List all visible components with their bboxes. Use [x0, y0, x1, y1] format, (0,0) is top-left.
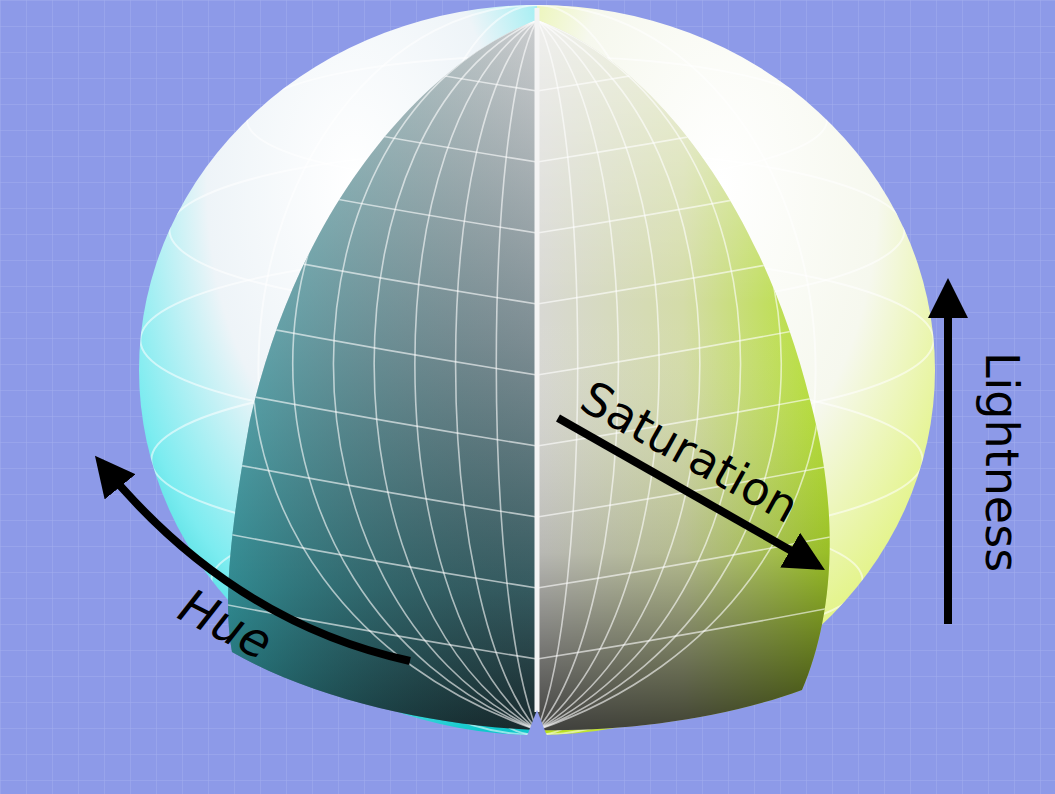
face-grid-line — [537, 20, 618, 730]
cyan-shell — [130, 0, 537, 740]
face-grid-line — [197, 102, 537, 162]
face-grid-line — [197, 457, 537, 517]
face-grid-line — [197, 31, 537, 91]
face-grid-line — [537, 31, 877, 91]
face-grid-line — [537, 528, 877, 588]
lightness-arrow — [944, 286, 952, 624]
face-grid-line — [537, 173, 877, 233]
face-grid-line — [496, 20, 537, 730]
face-grid-line — [537, 20, 700, 730]
face-grid-line — [537, 315, 877, 375]
axis-seam — [535, 8, 540, 712]
face-grid-line — [537, 20, 578, 730]
lightness-label: Lightness — [979, 352, 1025, 572]
face-grid-line — [537, 20, 741, 730]
bottom-notch — [527, 710, 547, 736]
face-grid-line — [537, 599, 877, 659]
yellow-shell — [537, 0, 947, 740]
cut-face-right — [537, 20, 830, 730]
cut-face-right-shade — [537, 20, 830, 730]
face-grid-line — [197, 244, 537, 304]
face-grid-line — [197, 386, 537, 446]
face-grid-line — [333, 20, 537, 730]
face-grid-line — [197, 528, 537, 588]
face-grid-line — [415, 20, 537, 730]
face-grid-line — [537, 102, 877, 162]
face-grid-line — [456, 20, 537, 730]
face-grid-line — [197, 315, 537, 375]
face-grid-line — [374, 20, 537, 730]
face-grid-line — [197, 173, 537, 233]
face-grid-line — [537, 244, 877, 304]
face-grid-line — [537, 20, 822, 730]
